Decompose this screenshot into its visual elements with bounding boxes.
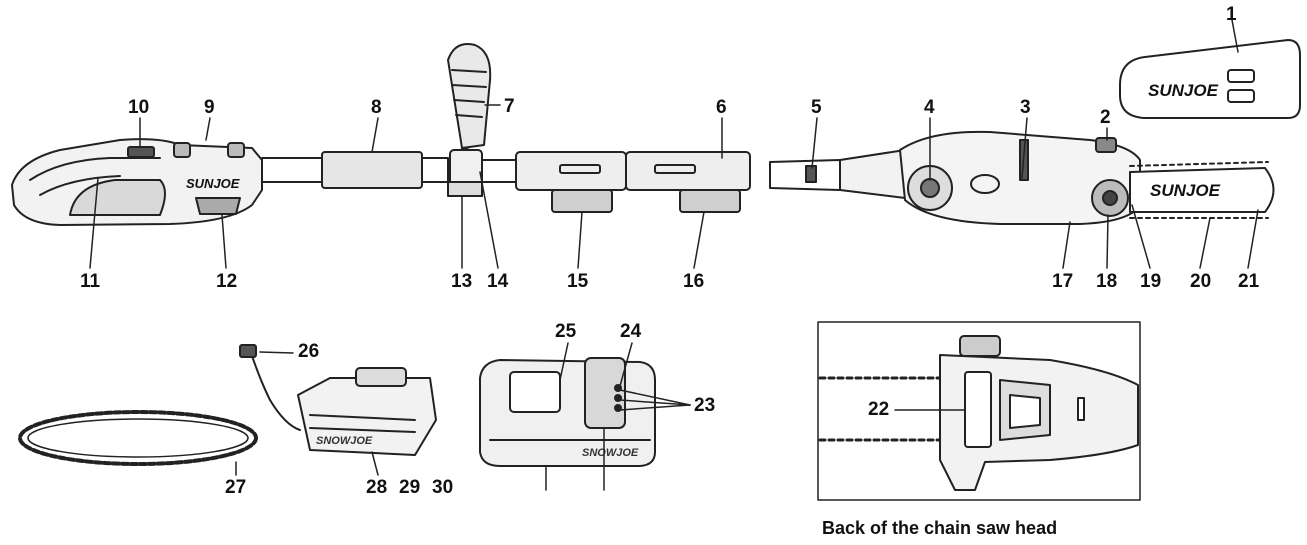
detail-inset: [817, 321, 1141, 501]
charger: SNOWJOE: [239, 344, 437, 456]
chain-saw-head: SUNJOE: [899, 130, 1275, 225]
callout-3: 3: [1020, 97, 1031, 118]
callout-23: 23: [694, 395, 716, 416]
callout-9: 9: [204, 97, 215, 118]
callout-25: 25: [555, 321, 577, 342]
saw-chain: [18, 410, 258, 466]
callout-24: 24: [620, 321, 642, 342]
callout-29: 29: [399, 477, 421, 498]
callout-2: 2: [1100, 107, 1111, 128]
callout-17: 17: [1052, 271, 1074, 292]
callout-1: 1: [1226, 4, 1237, 25]
callout-5: 5: [811, 97, 822, 118]
bar-cover-brand: SUNJOE: [1148, 81, 1219, 100]
battery: SNOWJOE: [479, 357, 656, 467]
bar-cover: SUNJOE: [1119, 39, 1301, 119]
callout-8: 8: [371, 97, 382, 118]
callout-26: 26: [298, 341, 320, 362]
callout-11: 11: [80, 271, 101, 292]
callout-13: 13: [451, 271, 473, 292]
extension-joint: [769, 149, 906, 199]
callout-7: 7: [504, 96, 515, 117]
callout-15: 15: [567, 271, 589, 292]
callout-14: 14: [487, 271, 509, 292]
callout-22: 22: [868, 399, 890, 420]
auxiliary-handle: [447, 43, 492, 197]
guide-bar-brand: SUNJOE: [1150, 181, 1221, 200]
telescopic-pole: [481, 151, 751, 213]
callout-20: 20: [1190, 271, 1212, 292]
callout-4: 4: [924, 97, 935, 118]
power-head: SUNJOE: [11, 138, 263, 226]
callout-12: 12: [216, 271, 238, 292]
callout-16: 16: [683, 271, 705, 292]
callout-21: 21: [1238, 271, 1260, 292]
power-head-brand: SUNJOE: [186, 176, 240, 191]
callout-18: 18: [1096, 271, 1118, 292]
upper-pole: [261, 151, 449, 189]
callout-27: 27: [225, 477, 247, 498]
charger-brand: SNOWJOE: [316, 435, 373, 447]
callout-6: 6: [716, 97, 727, 118]
callout-28: 28: [366, 477, 388, 498]
callout-19: 19: [1140, 271, 1162, 292]
battery-brand: SNOWJOE: [582, 447, 639, 459]
callout-30: 30: [432, 477, 454, 498]
inset-caption: Back of the chain saw head: [822, 518, 1058, 538]
leader-lines: [89, 19, 1259, 491]
callout-10: 10: [128, 97, 150, 118]
